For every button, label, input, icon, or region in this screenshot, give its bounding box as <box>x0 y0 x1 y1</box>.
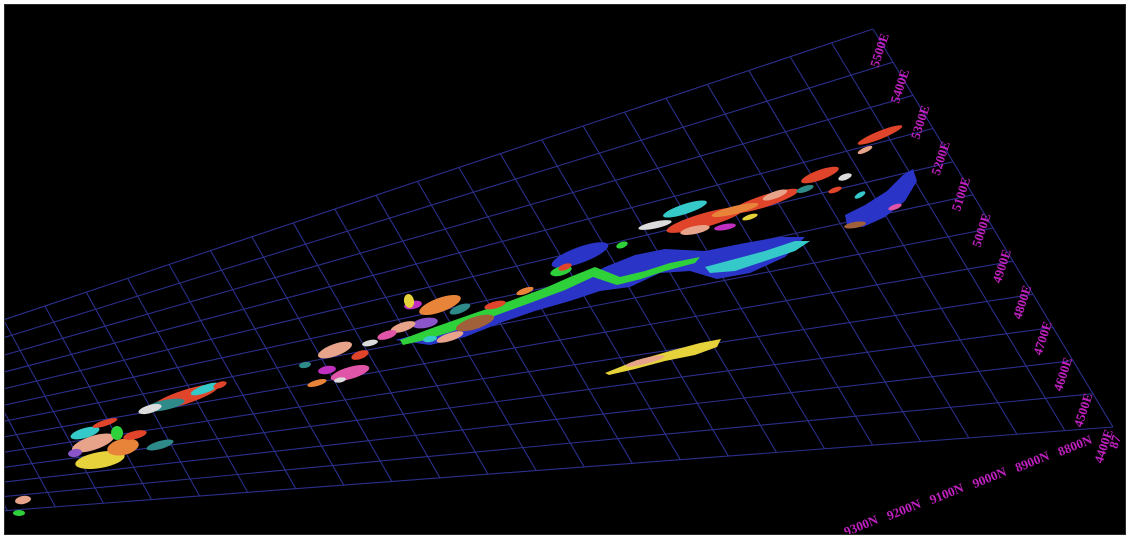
orebody-layer <box>13 125 917 516</box>
east-cluster-fragment <box>680 224 710 236</box>
far-west-fragment <box>71 433 115 453</box>
far-west-fragment <box>123 430 147 440</box>
east-cluster-fragment <box>844 221 866 229</box>
central-cluster-fragment <box>423 335 437 343</box>
easting-label: 5200E <box>928 139 953 177</box>
east-cluster-fragment <box>742 213 758 221</box>
east-cluster-fragment <box>711 203 759 217</box>
grid-line-easting <box>5 260 1014 438</box>
grid-line-easting <box>5 61 894 338</box>
west-central-fragment <box>317 341 353 359</box>
east-cluster-fragment <box>762 189 788 201</box>
central-cluster-fragment <box>377 330 397 340</box>
northing-label: 9100N <box>927 480 966 507</box>
blue-lens-east <box>845 169 917 227</box>
grid-line-easting <box>5 393 1094 497</box>
easting-label: 5100E <box>948 175 973 213</box>
grid-line-easting <box>5 360 1074 483</box>
easting-label: 4600E <box>1050 355 1075 393</box>
west-central-fragment <box>334 377 346 383</box>
northing-label: 8900N <box>1013 448 1052 475</box>
far-west-fragment <box>92 418 118 428</box>
central-cluster-fragment <box>455 314 495 332</box>
east-cluster-fragment <box>838 173 852 181</box>
easting-label: 5000E <box>969 211 994 249</box>
far-west-fragment <box>70 426 100 440</box>
easting-label: 4500E <box>1071 391 1096 429</box>
far-west-fragment <box>107 438 139 456</box>
east-cluster-fragment <box>801 166 839 184</box>
northing-label: 9000N <box>970 464 1009 491</box>
easting-label: 5400E <box>887 67 912 105</box>
east-cluster-fragment <box>888 203 902 211</box>
grid-line-easting <box>5 94 914 356</box>
grid-line-easting <box>5 326 1054 468</box>
edge-fragment <box>15 495 31 505</box>
grid-line-easting <box>5 293 1034 453</box>
west-central-fragment <box>299 361 311 369</box>
grid-line-easting <box>5 127 934 373</box>
central-cluster-fragment <box>449 303 471 315</box>
edge-fragment <box>13 510 25 516</box>
northing-label: 8800N <box>1056 432 1095 459</box>
central-cluster-fragment <box>412 317 438 329</box>
far-west-fragment <box>111 426 123 440</box>
west-cluster-fragment <box>213 381 227 389</box>
central-cluster-fragment <box>403 294 415 308</box>
blue-lens <box>395 237 805 345</box>
west-central-fragment <box>330 365 370 381</box>
easting-label: 4700E <box>1030 319 1055 357</box>
grid-line-easting <box>5 426 1114 512</box>
central-cluster-fragment <box>558 263 572 271</box>
cyan-rim <box>705 241 810 273</box>
orebody-scene[interactable]: 5500E5400E5300E5200E5100E5000E4900E4800E… <box>5 5 1126 535</box>
northing-label: 9200N <box>884 496 923 523</box>
far-west-fragment <box>68 448 82 458</box>
east-cluster-fragment <box>638 220 672 230</box>
blue-lens-crest <box>551 242 609 268</box>
orebody-fragment <box>854 191 866 199</box>
orebody-fragment <box>625 355 665 367</box>
west-central-fragment <box>351 350 369 360</box>
east-cluster-fragment <box>857 145 873 155</box>
grid-line-easting <box>5 28 874 320</box>
central-cluster-fragment <box>484 300 506 310</box>
west-central-fragment <box>318 365 336 375</box>
east-cluster-fragment <box>857 125 903 145</box>
central-cluster-fragment <box>419 295 461 315</box>
orebody-fragment <box>616 241 628 249</box>
northing-label: 9300N <box>842 512 881 535</box>
grid-layer <box>5 28 1114 512</box>
easting-label: 4800E <box>1009 283 1034 321</box>
east-cluster-fragment <box>796 185 814 193</box>
central-cluster-fragment <box>516 286 534 296</box>
west-cluster-fragment <box>138 403 162 415</box>
orebody-fragment <box>663 200 707 218</box>
far-west-fragment <box>75 451 125 469</box>
grid-line-easting <box>5 227 994 422</box>
west-central-fragment <box>307 379 327 387</box>
far-west-fragment <box>146 439 174 451</box>
central-cluster-fragment <box>390 321 416 333</box>
easting-label: 4900E <box>989 247 1014 285</box>
east-cluster-fragment <box>714 223 736 231</box>
west-cluster-fragment <box>190 382 220 396</box>
central-cluster-fragment <box>362 339 378 347</box>
central-cluster-fragment <box>436 331 464 343</box>
east-cluster-fragment <box>828 186 842 194</box>
corner-label: 87 <box>1106 433 1124 450</box>
